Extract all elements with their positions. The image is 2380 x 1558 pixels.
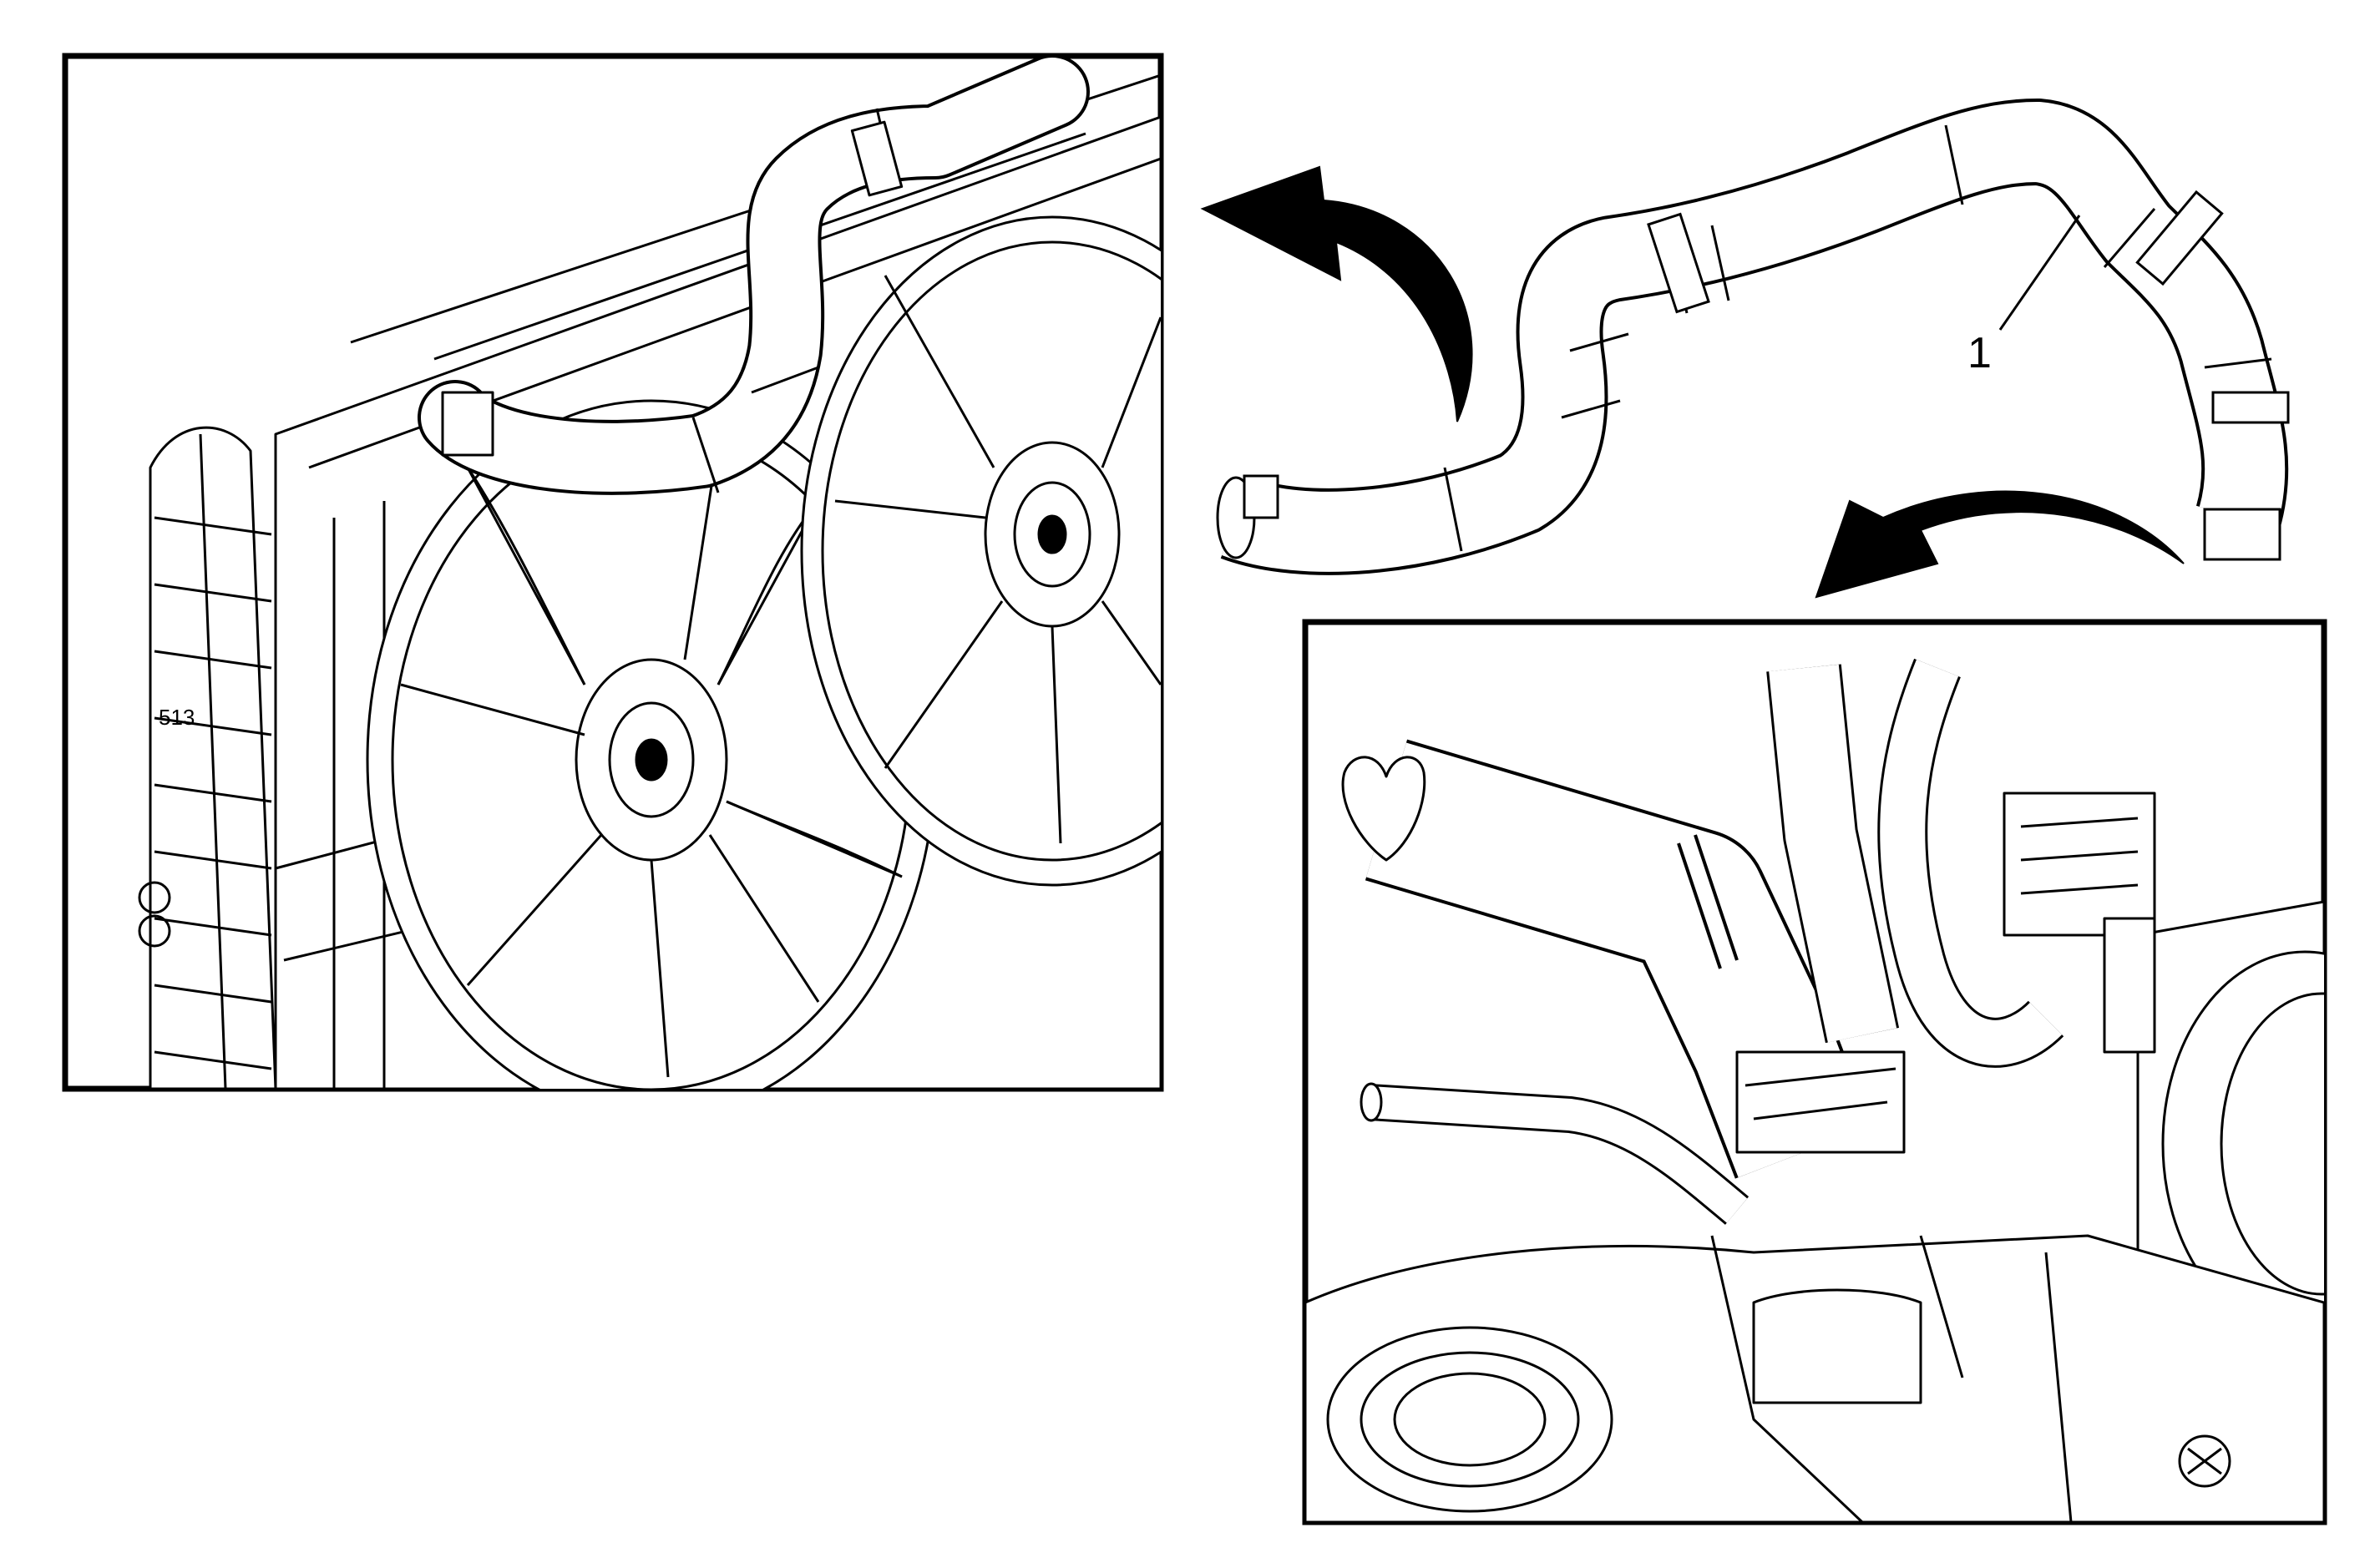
inset-small-tube [1360, 1082, 1750, 1225]
upper-fan [800, 215, 1161, 887]
callout-1-label: 1 [1967, 329, 1992, 377]
radiator-tank: 513 [138, 426, 277, 1089]
radiator-fan-inset: 513 [62, 53, 1164, 1092]
throttle-body [2003, 792, 2324, 1354]
curved-arrow-left-icon [1200, 165, 1473, 422]
lower-fan [366, 399, 937, 1089]
radiator-decal-text: 513 [159, 705, 195, 730]
inset-heater-hoses [1766, 658, 2064, 1068]
engine-inset [1302, 619, 2327, 1525]
radiator-hose-part: 1 [1216, 98, 2290, 575]
callout-leader-line [1998, 215, 2081, 331]
curved-arrow-down-left-icon [1815, 490, 2185, 599]
inset-radiator-hose [418, 56, 1090, 495]
engine-block [1305, 1234, 2324, 1522]
inset-engine-hose [1341, 739, 1906, 1179]
